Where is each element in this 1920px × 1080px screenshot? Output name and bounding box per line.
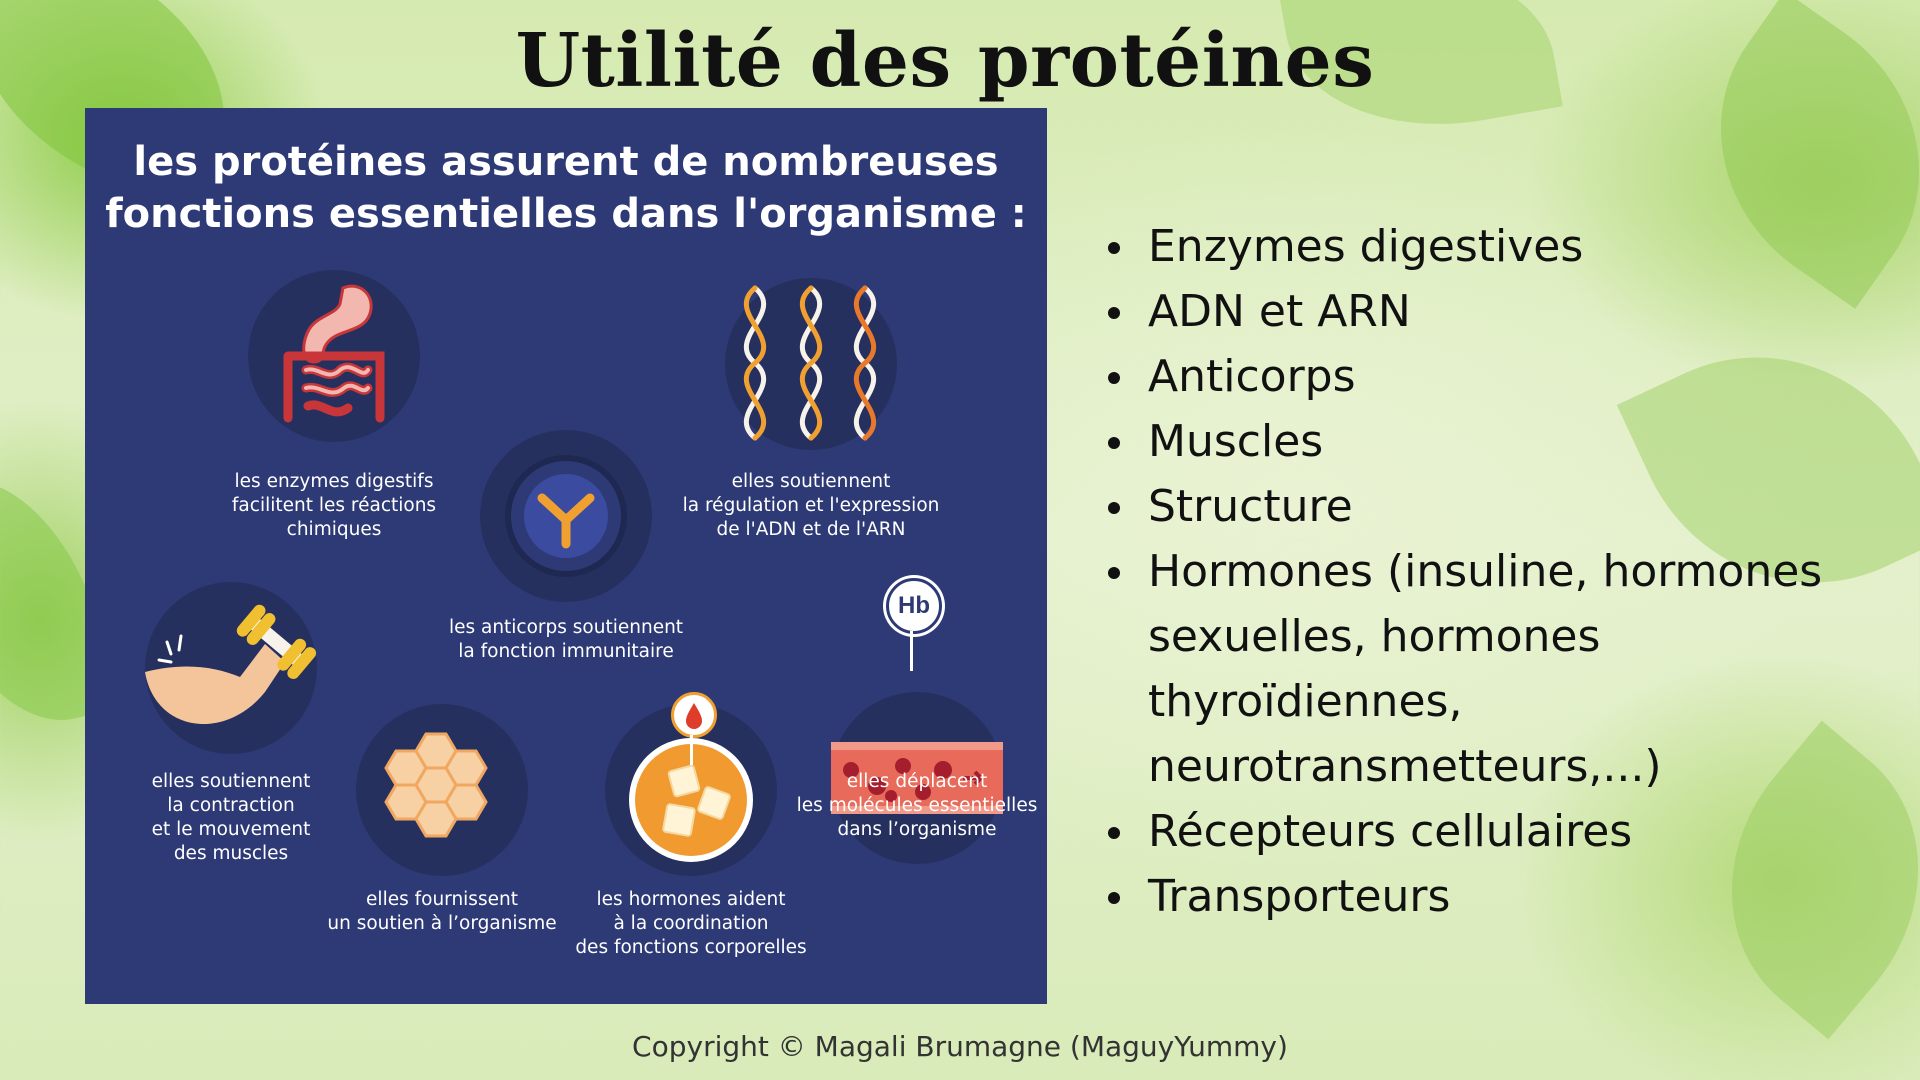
muscle-arm-icon — [145, 604, 317, 725]
hormone-drop-badge — [671, 692, 717, 738]
dna-icon — [744, 285, 876, 441]
list-item: Enzymes digestives — [1108, 214, 1908, 279]
honeycomb-icon — [384, 732, 488, 838]
hb-label: Hb — [898, 592, 930, 619]
structure-caption: elles fournissent un soutien à l’organis… — [327, 889, 557, 934]
infographic-panel: les protéines assurent de nombreuses fon… — [85, 108, 1047, 1004]
list-item: Hormones (insuline, hormones sexuelles, … — [1108, 539, 1908, 799]
blood-vessel-icon — [831, 742, 1003, 814]
list-item: Muscles — [1108, 409, 1908, 474]
infographic-heading: les protéines assurent de nombreuses fon… — [85, 136, 1047, 240]
protein-uses-list: Enzymes digestives ADN et ARN Anticorps … — [1108, 214, 1908, 929]
hormones-caption: les hormones aident à la coordination de… — [575, 889, 807, 958]
hb-badge: Hb — [886, 578, 942, 634]
transport-caption: elles déplacent les molécules essentiell… — [796, 771, 1038, 840]
hormone-pin — [690, 735, 693, 765]
hormone-cell-icon — [629, 738, 753, 862]
slide-title: Utilité des protéines — [515, 18, 1375, 104]
hb-pin — [910, 631, 913, 671]
antibody-caption: les anticorps soutiennent la fonction im… — [448, 617, 684, 662]
list-item: ADN et ARN — [1108, 279, 1908, 344]
copyright-notice: Copyright © Magali Brumagne (MaguyYummy) — [632, 1030, 1288, 1063]
list-item: Anticorps — [1108, 344, 1908, 409]
antibody-icon — [505, 455, 627, 577]
list-item: Structure — [1108, 474, 1908, 539]
list-item: Transporteurs — [1108, 864, 1908, 929]
digestion-caption: les enzymes digestifs facilitent les réa… — [231, 471, 437, 540]
dna-caption: elles soutiennent la régulation et l'exp… — [682, 471, 940, 540]
digestive-system-icon — [283, 284, 385, 423]
muscle-caption: elles soutiennent la contraction et le m… — [151, 771, 311, 864]
list-item: Récepteurs cellulaires — [1108, 799, 1908, 864]
heading-line: les protéines assurent de nombreuses — [133, 139, 999, 185]
heading-line: fonctions essentielles dans l'organisme … — [105, 191, 1027, 237]
blood-drop-icon — [686, 703, 702, 729]
